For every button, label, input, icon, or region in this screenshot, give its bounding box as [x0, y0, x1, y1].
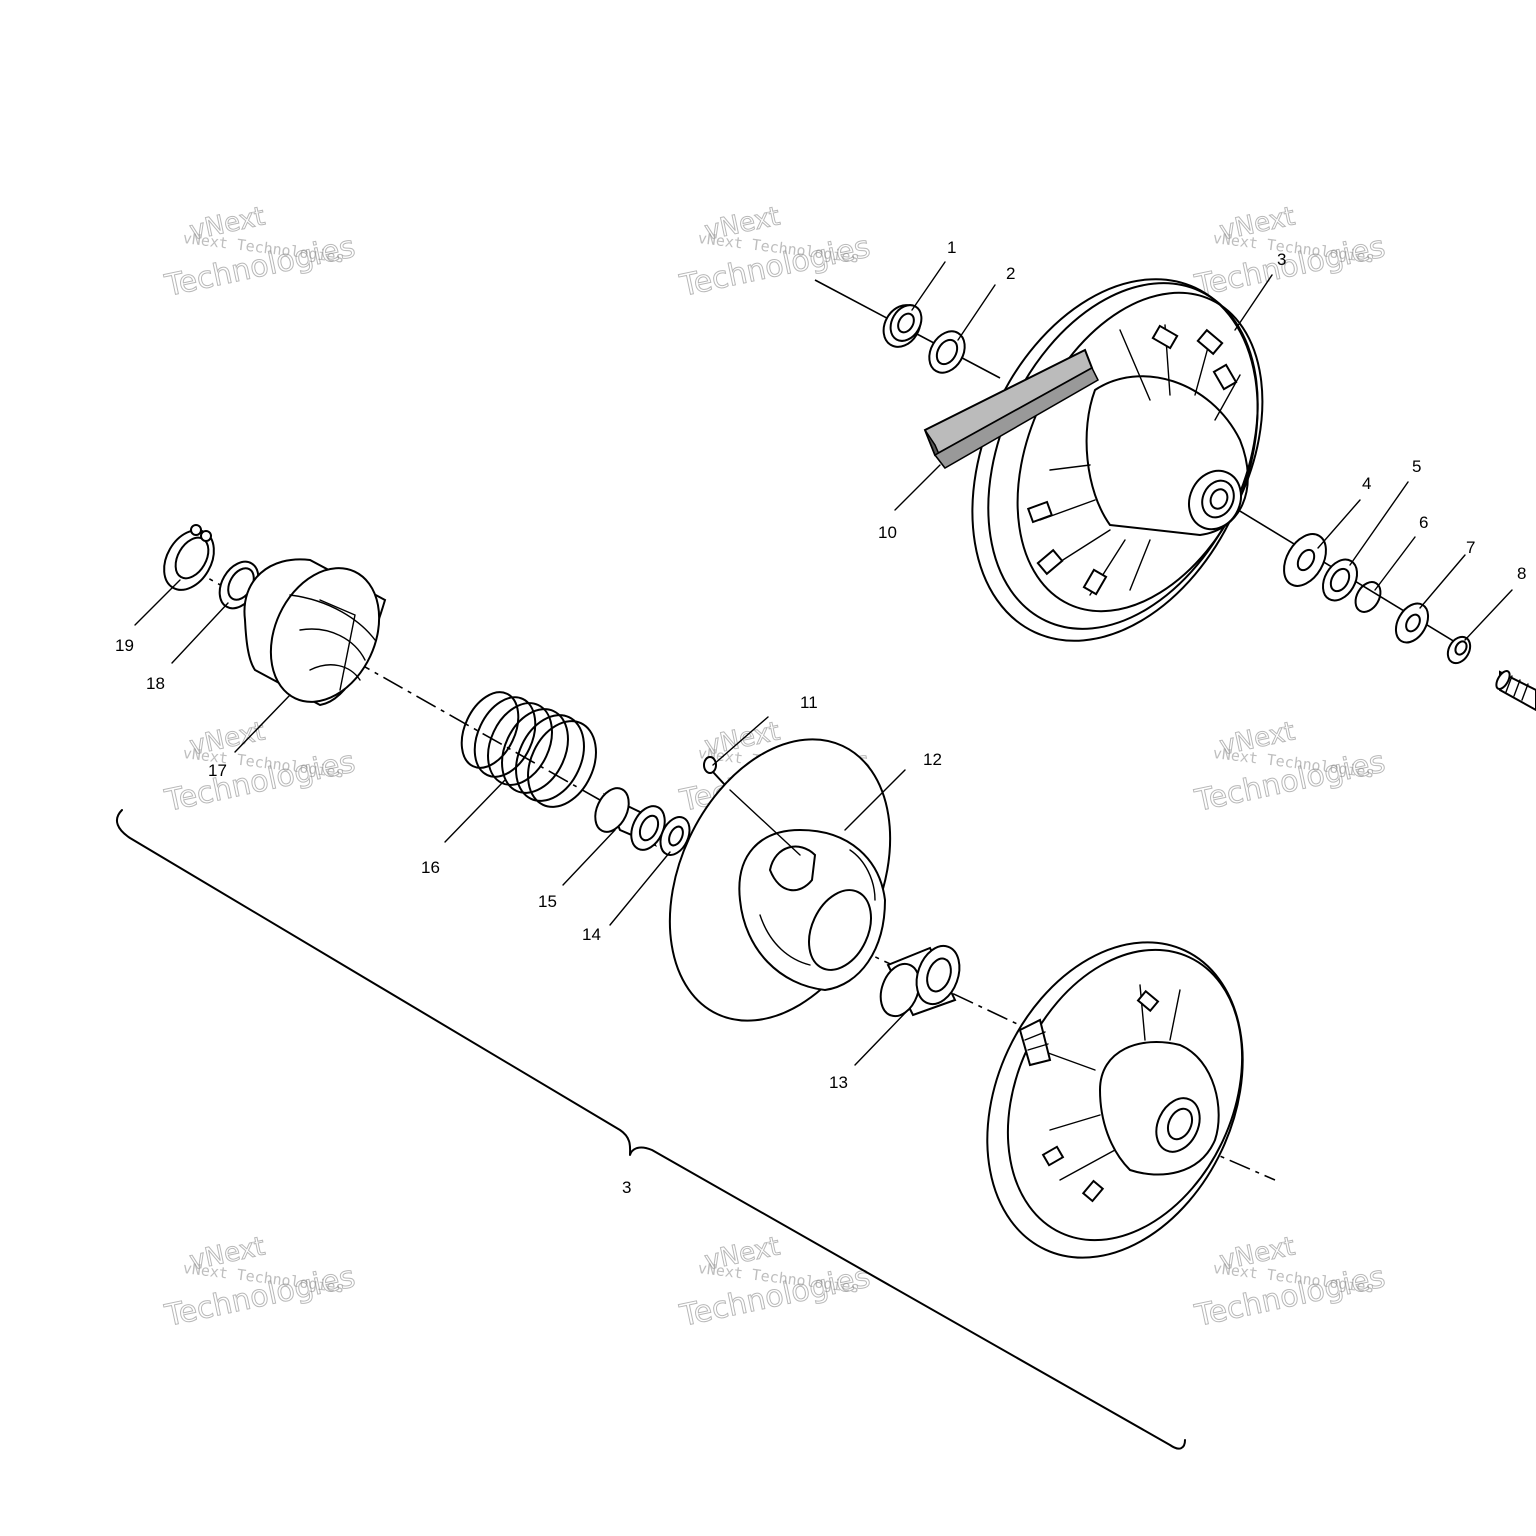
part-6-clip: [1354, 581, 1382, 613]
part-16-spring: [460, 691, 597, 808]
watermark: vNext Technologies vNext Technologies: [161, 716, 359, 820]
callout-10: 10: [878, 523, 897, 542]
lower-assembly: [163, 524, 1276, 1259]
watermark: vNext Technologies vNext Technologies: [1191, 716, 1389, 820]
callout-8: 8: [1517, 564, 1526, 583]
callout-15: 15: [538, 892, 557, 911]
callout-3: 3: [1277, 250, 1286, 269]
part-8-nut: [1446, 635, 1472, 665]
watermark: vNext Technologies vNext Technologies: [676, 1231, 874, 1335]
part-19-snap-ring: [163, 524, 215, 591]
callout-14: 14: [582, 925, 601, 944]
lower-axis-line-mid: [849, 944, 1031, 1031]
watermark: vNext Technologies vNext Technologies: [676, 201, 874, 305]
leader-lines: [134, 261, 1513, 1066]
part-17-cam: [243, 558, 387, 707]
callout-13: 13: [829, 1073, 848, 1092]
part-15-bushing: [594, 787, 666, 851]
callout-16: 16: [421, 858, 440, 877]
callout-1: 1: [947, 238, 956, 257]
part-14-washer: [659, 816, 691, 856]
part-fixed-sheave: [986, 941, 1244, 1259]
callout-5: 5: [1412, 457, 1421, 476]
part-12-moveable-sheave: [668, 738, 892, 1022]
part-10-drive-belt: [923, 348, 1099, 469]
watermark: vNext Technologies vNext Technologies: [161, 1231, 359, 1335]
watermark: vNext Technologies vNext Technologies: [161, 201, 359, 305]
callout-7: 7: [1466, 538, 1475, 557]
assembly-brace: [115, 809, 1186, 1450]
part-5-washer: [1321, 558, 1359, 602]
callout-12: 12: [923, 750, 942, 769]
shaft-bolt: [1495, 669, 1536, 712]
part-11-screw: [703, 756, 726, 786]
callout-11: 11: [800, 693, 818, 712]
callout-18: 18: [146, 674, 165, 693]
callout-assembly: 3: [622, 1178, 631, 1197]
watermark: vNext Technologies vNext Technologies: [1191, 201, 1389, 305]
part-7-washer: [1394, 602, 1430, 644]
callout-4: 4: [1362, 474, 1371, 493]
callout-17: 17: [208, 761, 227, 780]
callout-2: 2: [1006, 264, 1015, 283]
upper-assembly: [814, 278, 1536, 712]
watermark: vNext Technologies vNext Technologies: [1191, 1231, 1389, 1335]
callout-19: 19: [115, 636, 134, 655]
part-1-bearing: [882, 304, 923, 348]
callouts: 1 2 3 4 5 6 7 8 10 11 12 13 14 15 16 17 …: [115, 238, 1526, 1197]
part-4-washer: [1283, 533, 1327, 587]
callout-6: 6: [1419, 513, 1428, 532]
part-13-bearing: [879, 944, 961, 1018]
part-2-washer: [928, 330, 966, 374]
